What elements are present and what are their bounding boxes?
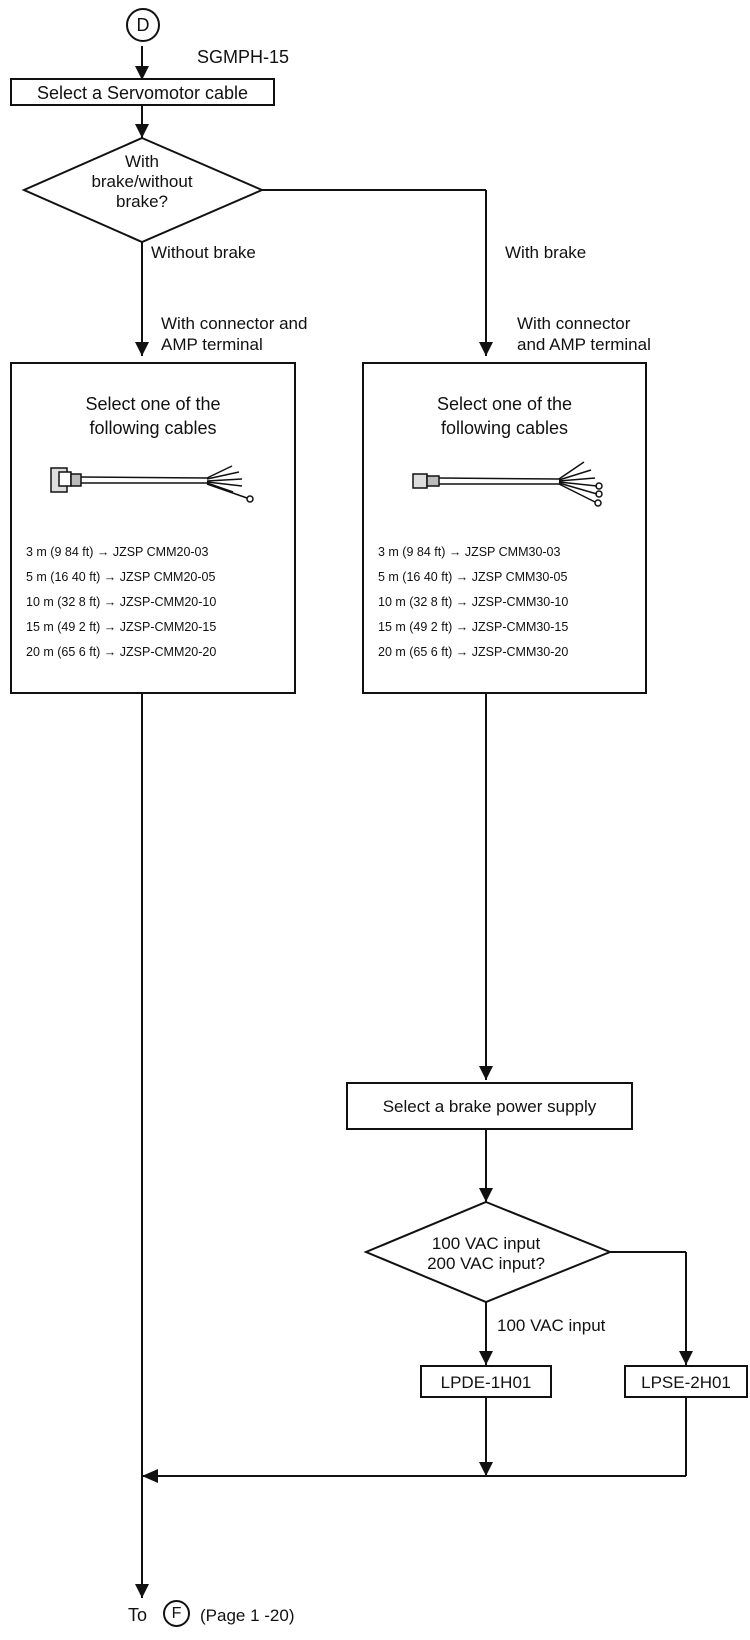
select-cable-text: Select a Servomotor cable bbox=[36, 83, 249, 103]
right-cable-box-title: Select one of the following cables bbox=[436, 394, 573, 438]
lpde-text: LPDE-1H01 bbox=[440, 1373, 532, 1392]
left-cable-row: 5 m (16 40 ft) → JZSP CMM20-05 bbox=[26, 570, 216, 584]
left-cable-box-title: Select one of the following cables bbox=[85, 394, 221, 438]
vac-decision-line1: 100 VAC input bbox=[431, 1234, 541, 1253]
select-cable-step: Select a Servomotor cable bbox=[10, 78, 275, 106]
lpse-supply: LPSE-2H01 bbox=[624, 1365, 748, 1398]
left-cable-row: 10 m (32 8 ft) → JZSP-CMM20-10 bbox=[26, 595, 217, 609]
left-cable-box: Select one of the following cables 3 m (… bbox=[10, 362, 296, 694]
start-connector: D bbox=[126, 8, 160, 42]
right-cable-row: 15 m (49 2 ft) → JZSP-CMM30-15 bbox=[378, 620, 569, 634]
brake-decision-text: With brake/without brake? bbox=[82, 152, 202, 212]
left-connector-line2: AMP terminal bbox=[161, 335, 263, 354]
left-connector-line1: With connector and bbox=[161, 314, 308, 333]
left-cable-list: 3 m (9 84 ft) → JZSP CMM20-03 5 m (16 40… bbox=[26, 540, 288, 665]
brake-power-text: Select a brake power supply bbox=[382, 1097, 597, 1116]
right-cable-row: 3 m (9 84 ft) → JZSP CMM30-03 bbox=[378, 545, 561, 559]
end-prefix: To bbox=[128, 1605, 148, 1625]
lpse-text: LPSE-2H01 bbox=[641, 1373, 731, 1392]
right-connector-label: With connector and AMP terminal bbox=[517, 313, 651, 355]
without-brake-label: Without brake bbox=[151, 243, 256, 262]
servomotor-cable-icon bbox=[50, 465, 254, 503]
vac-decision-line2: 200 VAC input? bbox=[427, 1254, 545, 1273]
with-brake-label: With brake bbox=[505, 243, 587, 262]
right-connector-line1: With connector bbox=[517, 314, 631, 333]
right-cable-box: Select one of the following cables 3 m (… bbox=[362, 362, 647, 694]
left-connector-label: With connector and AMP terminal bbox=[161, 313, 307, 355]
lpde-supply: LPDE-1H01 bbox=[420, 1365, 552, 1398]
end-connector: F bbox=[163, 1600, 190, 1627]
brake-power-step: Select a brake power supply bbox=[346, 1082, 633, 1130]
right-connector-line2: and AMP terminal bbox=[517, 335, 651, 354]
right-cable-row: 5 m (16 40 ft) → JZSP CMM30-05 bbox=[378, 570, 568, 584]
brake-decision-line3: brake? bbox=[116, 192, 168, 211]
left-cable-row: 3 m (9 84 ft) → JZSP CMM20-03 bbox=[26, 545, 209, 559]
right-cable-row: 20 m (65 6 ft) → JZSP-CMM30-20 bbox=[378, 645, 569, 659]
servomotor-brake-cable-icon bbox=[412, 461, 603, 507]
vac-decision-text: 100 VAC input 200 VAC input? bbox=[406, 1234, 566, 1274]
end-page-label: (Page 1 -20) bbox=[200, 1606, 295, 1625]
brake-decision-line1: With bbox=[125, 152, 159, 171]
model-label: SGMPH-15 bbox=[197, 47, 290, 67]
brake-decision-line2: brake/without bbox=[91, 172, 193, 191]
vac-100-label: 100 VAC input bbox=[497, 1316, 606, 1335]
start-connector-letter: D bbox=[136, 15, 150, 35]
end-connector-letter: F bbox=[171, 1605, 182, 1622]
right-cable-list: 3 m (9 84 ft) → JZSP CMM30-03 5 m (16 40… bbox=[378, 540, 639, 665]
left-cable-row: 20 m (65 6 ft) → JZSP-CMM20-20 bbox=[26, 645, 217, 659]
right-cable-row: 10 m (32 8 ft) → JZSP-CMM30-10 bbox=[378, 595, 569, 609]
left-cable-row: 15 m (49 2 ft) → JZSP-CMM20-15 bbox=[26, 620, 217, 634]
